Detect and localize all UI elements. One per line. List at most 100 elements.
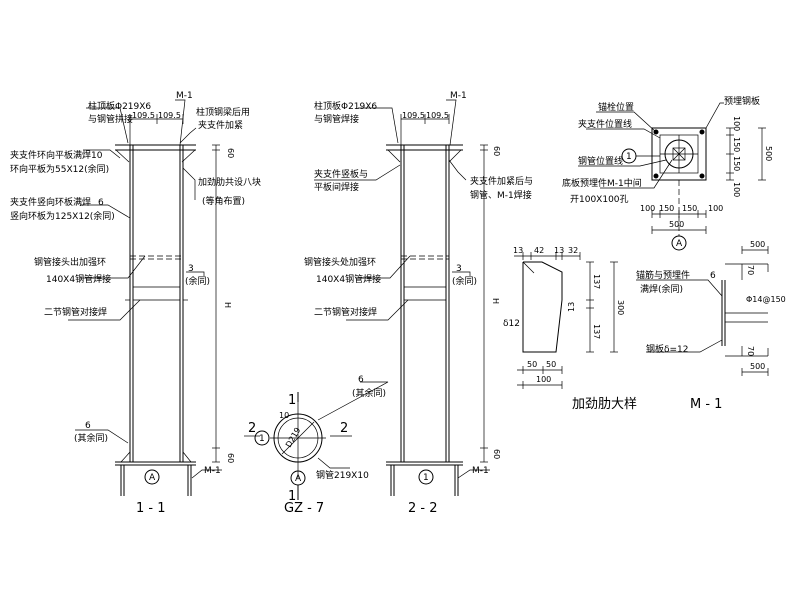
m1-plate: 钢板δ=12 <box>646 343 689 355</box>
rib-d50a: 50 <box>527 360 537 369</box>
s22-joint-ring: 钢管接头处加强环 <box>304 256 376 268</box>
section-title: 1 - 1 <box>136 501 166 516</box>
s22-butt: 二节钢管对接焊 <box>314 306 377 318</box>
rib-d100: 100 <box>536 375 551 384</box>
rib-detail: 13 42 13 32 137 13 300 137 δ12 50 50 100… <box>503 246 637 412</box>
gz7-d219: D219 <box>284 426 303 449</box>
col-top-weld-label: 与钢管拼接 <box>88 113 133 125</box>
s22-clamp-pipe: 钢管、M-1焊接 <box>470 189 532 201</box>
gz7-title: GZ - 7 <box>284 501 324 516</box>
hole-label: 开100X100孔 <box>570 194 629 205</box>
rib-d32: 32 <box>568 246 578 255</box>
base-axis-a: A <box>676 239 683 249</box>
gz7-pipe-label: 钢管219X10 <box>316 469 369 481</box>
s22-dim-60-bot: 60 <box>492 449 501 459</box>
bottom-plate-label: 底板预埋件M-1中间 <box>562 177 642 189</box>
gz7-axis-a: A <box>295 474 302 484</box>
s22-joint-weld: 140X4钢管焊接 <box>316 273 381 285</box>
m1-anchor2: 满焊(余同) <box>640 283 683 295</box>
rib-d13c: 13 <box>567 302 576 312</box>
m1-d500-bot: 500 <box>750 362 765 371</box>
base-d100d: 100 <box>708 204 723 213</box>
s22-col-top-weld: 与钢管焊接 <box>314 113 359 125</box>
m1-label-top: M-1 <box>176 91 193 101</box>
col-top-plate-label: 柱顶板Φ219X6 <box>88 100 151 112</box>
m1-d70a: 70 <box>746 265 755 275</box>
joint-ring-label: 钢管接头出加强环 <box>34 256 106 268</box>
dim-top-a: 109.5 <box>132 111 155 120</box>
clamp-after-label: 柱顶钢梁后用 <box>196 106 250 118</box>
same-label: (余同) <box>185 275 210 287</box>
base-plate-plan: 锚栓位置 夹支件位置线 钢管位置线 预埋钢板 底板预埋件M-1中间 开100X1… <box>562 95 773 251</box>
m1-d70b: 70 <box>746 346 755 356</box>
base-d100b: 100 <box>732 182 741 197</box>
gz7-weld6: 6 <box>358 375 364 385</box>
s22-plate1: 夹支件竖板与 <box>314 168 368 180</box>
s22-clamp-after: 夹支件加紧后与 <box>470 175 533 187</box>
s22-title: 2 - 2 <box>408 501 438 516</box>
s22-plate2: 平板间焊接 <box>314 181 359 193</box>
m1-title: M - 1 <box>690 397 722 412</box>
same2-label: (其余同) <box>74 432 108 444</box>
base-d500h: 500 <box>669 220 684 229</box>
s22-same: (余同) <box>452 275 477 287</box>
m1-detail: 500 锚筋与预埋件 6 满焊(余同) 70 Φ14@150 钢板δ=12 70… <box>636 240 786 412</box>
ring-weld-label: 夹支件环向平板满焊10 <box>10 149 103 161</box>
clamp-tight-label: 夹支件加紧 <box>198 119 243 131</box>
gz7-sec2-left: 2 <box>248 421 256 436</box>
clamp-line-label: 夹支件位置线 <box>578 118 632 130</box>
vert-plate-label: 竖向环板为125X12(余同) <box>10 210 115 222</box>
h-label: H <box>223 302 232 308</box>
s22-m1-top: M-1 <box>450 91 467 101</box>
m1-label-bot: M-1 <box>204 466 221 476</box>
joint-weld-label: 140X4钢管焊接 <box>46 273 111 285</box>
rib-d137b: 137 <box>592 324 601 339</box>
pipe-line-label: 钢管位置线 <box>578 155 623 167</box>
vert-weld-num: 6 <box>98 198 104 208</box>
rib-title: 加劲肋大样 <box>572 397 637 412</box>
m1-d500-top: 500 <box>750 240 765 249</box>
gz7-sec1-top: 1 <box>288 393 296 408</box>
ring-plate-label: 环向平板为55X12(余同) <box>10 163 109 175</box>
section-1-1: M-1 柱顶板Φ219X6 与钢管拼接 109.5 109.5 柱顶钢梁后用 夹… <box>10 91 261 516</box>
embed-plate-label: 预埋钢板 <box>724 95 760 107</box>
rib-set-label: 加劲肋共设八块 <box>198 176 261 188</box>
s22-h-label: H <box>491 298 500 304</box>
m1-bar: Φ14@150 <box>746 295 786 304</box>
gz7-marker-1: 1 <box>259 434 265 444</box>
butt-weld-label: 二节钢管对接焊 <box>44 306 107 318</box>
s22-col-top-plate: 柱顶板Φ219X6 <box>314 100 377 112</box>
base-d100c: 100 <box>640 204 655 213</box>
gz7-sec1-bot: 1 <box>288 489 296 504</box>
m1-anchor1: 锚筋与预埋件 <box>636 269 690 281</box>
s22-dim-60-top: 60 <box>492 146 501 156</box>
gz7-d10: 10 <box>279 411 289 420</box>
base-d150c: 150 <box>659 204 674 213</box>
rib-delta: δ12 <box>503 319 520 329</box>
gz7-sec2-right: 2 <box>340 421 348 436</box>
base-marker-1: 1 <box>626 152 632 162</box>
base-d150b: 150 <box>732 156 741 171</box>
s22-dim-top-a: 109.5 <box>402 111 425 120</box>
rib-d13b: 13 <box>554 246 564 255</box>
dim-60-bot: 60 <box>226 453 235 463</box>
base-d100a: 100 <box>732 116 741 131</box>
anchor-pos-label: 锚栓位置 <box>598 101 634 113</box>
base-d150a: 150 <box>732 137 741 152</box>
rib-d13a: 13 <box>513 246 523 255</box>
s22-axis-1: 1 <box>423 473 429 483</box>
gz7-same: (其余同) <box>352 387 386 399</box>
rib-d300: 300 <box>616 300 625 315</box>
rib-d42: 42 <box>534 246 544 255</box>
rib-even-label: (等角布置) <box>202 195 245 207</box>
rib-d137a: 137 <box>592 274 601 289</box>
weld3-label: 3 <box>188 264 194 274</box>
gz7-section: 6 (其余同) 2 2 1 1 1 10 D219 A 钢管219X10 GZ … <box>244 375 389 516</box>
weld6-label: 6 <box>85 421 91 431</box>
s22-m1-bot: M-1 <box>472 466 489 476</box>
rib-d50b: 50 <box>546 360 556 369</box>
s22-weld3: 3 <box>456 264 462 274</box>
base-d500v: 500 <box>764 146 773 161</box>
axis-a-label: A <box>149 473 156 483</box>
